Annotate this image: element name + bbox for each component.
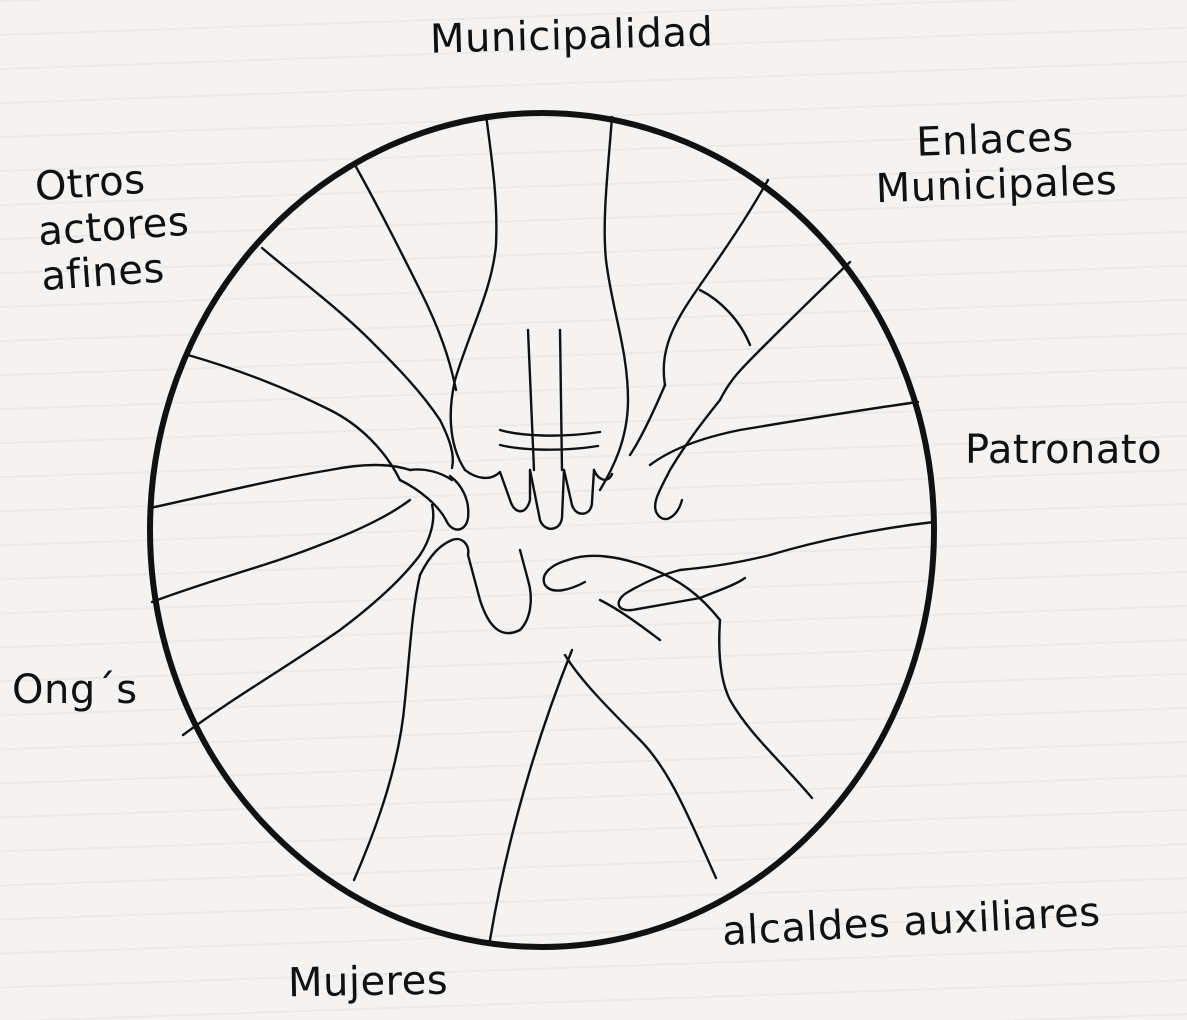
hand-bottom (352, 537, 574, 942)
hand-left (148, 353, 470, 531)
hand-left-bottom (150, 498, 435, 737)
label-patronato: Patronato (965, 428, 1162, 473)
hand-bottom-right (542, 554, 814, 880)
label-ongs-text: Ong´s (12, 667, 138, 713)
label-municipalidad-text: Municipalidad (429, 9, 714, 63)
label-mujeres-text: Mujeres (287, 957, 449, 1007)
label-otros-actores-afines: Otros actores afines (33, 155, 193, 300)
label-patronato-text: Patronato (965, 427, 1163, 473)
outer-circle (147, 110, 937, 950)
hand-top-left (260, 163, 458, 470)
label-mujeres: Mujeres (287, 957, 449, 1007)
hand-right (617, 400, 936, 612)
label-enlaces-municipales: Enlaces Municipales (874, 114, 1118, 212)
label-enlaces-line-2: Municipales (875, 157, 1118, 212)
hand-top-right (628, 178, 852, 521)
label-municipalidad: Municipalidad (429, 9, 714, 63)
hand-top (449, 113, 630, 530)
label-ongs: Ong´s (12, 668, 138, 713)
